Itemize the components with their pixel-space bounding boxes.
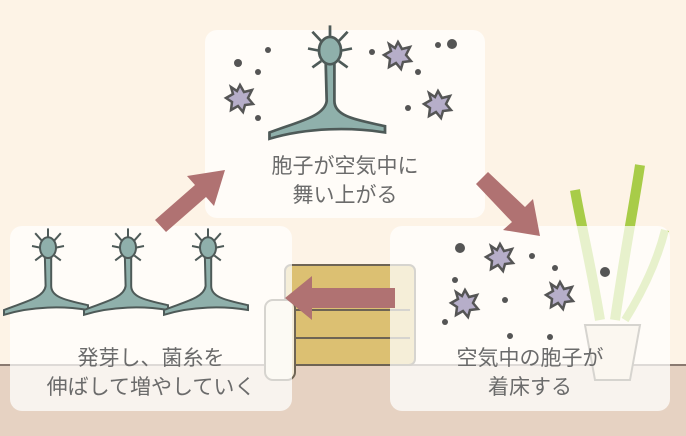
- step-airborne-caption: 胞子が空気中に 舞い上がる: [205, 152, 485, 210]
- step-germination-caption: 発芽し、菌糸を 伸ばして増やしていく: [10, 344, 292, 402]
- step-landing-panel: 空気中の胞子が 着床する: [390, 226, 670, 411]
- arrows: [155, 170, 540, 320]
- spore-icon: [484, 242, 515, 273]
- mold-icon: [82, 227, 170, 316]
- caption-line: 舞い上がる: [292, 183, 398, 207]
- arrow-left-icon: [285, 276, 395, 320]
- arrow-down-right-icon: [476, 172, 540, 236]
- step-landing-caption: 空気中の胞子が 着床する: [390, 344, 670, 402]
- spore-icon: [422, 89, 453, 120]
- caption-line: 空気中の胞子が: [456, 346, 604, 370]
- caption-line: 胞子が空気中に: [271, 154, 419, 178]
- spore-icon: [449, 288, 480, 319]
- arrow-up-right-icon: [155, 170, 225, 232]
- spore-icon: [224, 83, 255, 114]
- caption-line: 伸ばして増やしていく: [46, 375, 256, 399]
- spore-dots: [234, 39, 610, 340]
- caption-line: 発芽し、菌糸を: [77, 346, 225, 370]
- spore-icon: [382, 40, 413, 71]
- mold-icon: [162, 227, 250, 316]
- mold-icon: [268, 24, 387, 141]
- step-airborne-panel: 胞子が空気中に 舞い上がる: [205, 30, 485, 218]
- caption-line: 着床する: [488, 375, 572, 399]
- spore-icon: [544, 280, 575, 311]
- mold-icon: [2, 227, 89, 316]
- step-germination-panel: 発芽し、菌糸を 伸ばして増やしていく: [10, 226, 292, 411]
